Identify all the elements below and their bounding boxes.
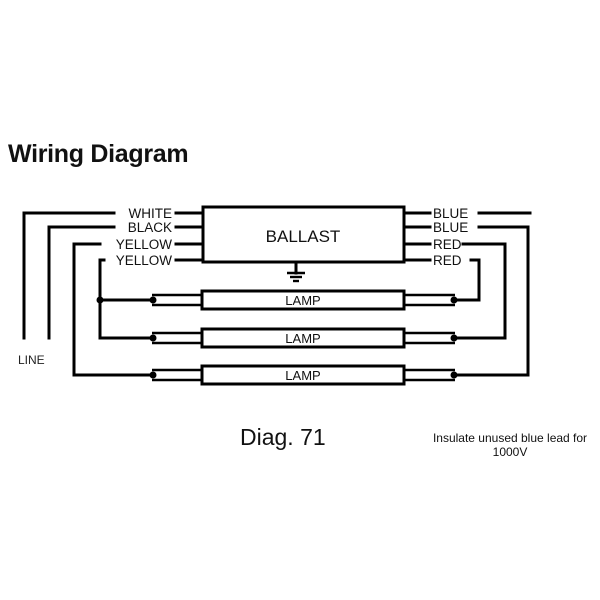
wire-yellow-1 <box>72 242 154 377</box>
lead-label-blue-2: BLUE <box>433 220 468 235</box>
insulation-note: Insulate unused blue lead for 1000V <box>432 431 588 459</box>
lamp-label: LAMP <box>285 368 320 383</box>
lead-label-black: BLACK <box>128 220 172 235</box>
lamp-label: LAMP <box>285 331 320 346</box>
lead-label-red-2: RED <box>433 253 462 268</box>
lead-label-yellow-1: YELLOW <box>116 237 173 252</box>
lamp-1: LAMP <box>149 289 458 311</box>
wire-red-2 <box>453 258 481 302</box>
lead-label-white: WHITE <box>129 206 173 221</box>
wire-blue <box>453 225 530 377</box>
junction-dot <box>96 296 104 304</box>
lead-label-blue-1: BLUE <box>433 206 468 221</box>
ballast-label: BALLAST <box>266 227 341 246</box>
lamp-2: LAMP <box>149 327 458 349</box>
ballast-box <box>201 205 406 264</box>
left-lead-stubs <box>174 211 205 262</box>
lead-label-yellow-2: YELLOW <box>116 253 173 268</box>
ground-icon <box>287 260 305 283</box>
right-lead-stubs <box>402 211 432 262</box>
wire-red-1 <box>453 242 507 340</box>
line-label: LINE <box>18 353 45 367</box>
lamp-label: LAMP <box>285 293 320 308</box>
lamp-3: LAMP <box>149 364 458 386</box>
wire-black <box>47 225 116 340</box>
diagram-title: Wiring Diagram <box>8 140 189 168</box>
wire-white <box>22 211 116 340</box>
diagram-number: Diag. 71 <box>240 424 326 450</box>
lead-label-red-1: RED <box>433 237 462 252</box>
